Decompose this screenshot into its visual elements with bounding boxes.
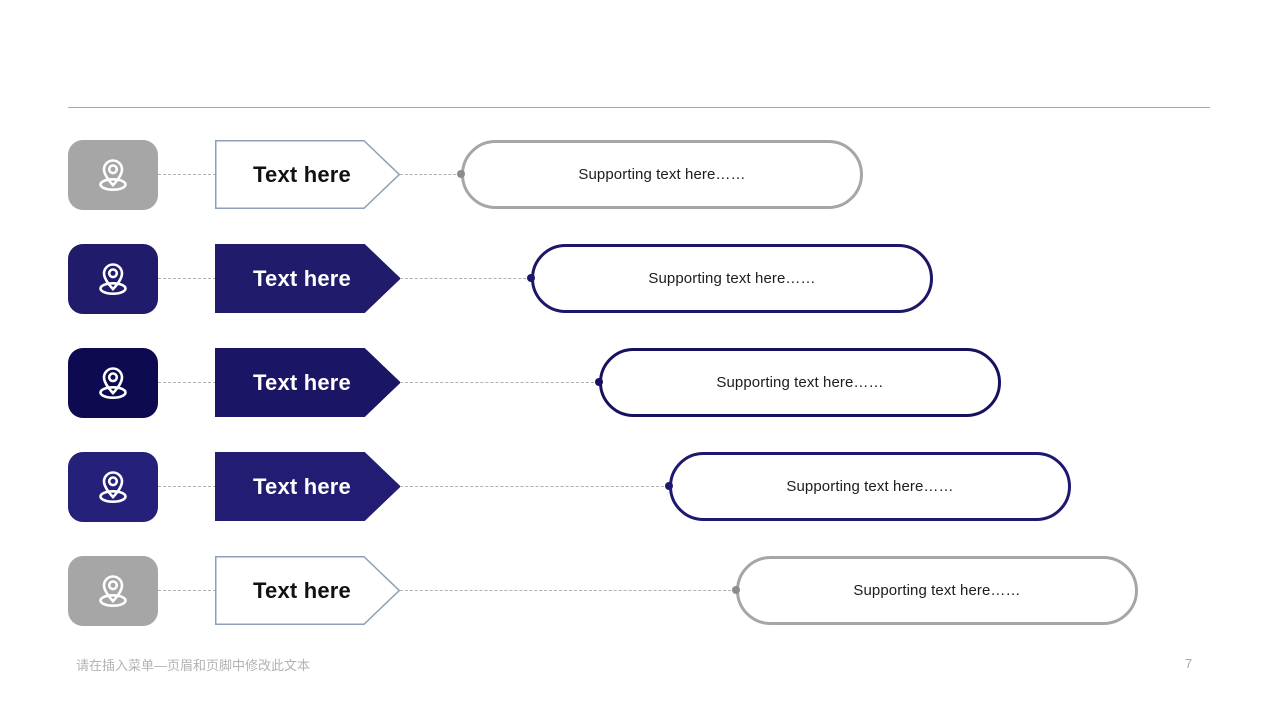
connector-dash-icon-to-label <box>158 382 216 383</box>
row-icon-tile[interactable] <box>68 140 158 210</box>
connector-node-dot <box>527 274 535 282</box>
location-pin-icon <box>93 155 133 195</box>
row-icon-tile[interactable] <box>68 244 158 314</box>
supporting-text-pill[interactable]: Supporting text here…… <box>461 140 863 209</box>
location-pin-icon <box>93 467 133 507</box>
row-label-chevron[interactable]: Text here <box>215 556 400 625</box>
row-label-text: Text here <box>253 369 351 395</box>
location-pin-icon <box>93 571 133 611</box>
connector-dash-label-to-pill <box>400 486 669 487</box>
process-row: Text here Supporting text here…… <box>0 452 1280 556</box>
process-row: Text here Supporting text here…… <box>0 556 1280 660</box>
process-row: Text here Supporting text here…… <box>0 348 1280 452</box>
connector-dash-icon-to-label <box>158 174 216 175</box>
row-label-chevron[interactable]: Text here <box>215 452 400 521</box>
supporting-text-label: Supporting text here…… <box>853 582 1021 599</box>
supporting-text-pill[interactable]: Supporting text here…… <box>599 348 1001 417</box>
connector-node-dot <box>665 482 673 490</box>
row-icon-tile[interactable] <box>68 452 158 522</box>
row-label-text: Text here <box>253 577 351 603</box>
connector-node-dot <box>457 170 465 178</box>
connector-dash-icon-to-label <box>158 486 216 487</box>
row-label-text: Text here <box>253 265 351 291</box>
connector-dash-label-to-pill <box>400 382 599 383</box>
connector-dash-label-to-pill <box>400 278 531 279</box>
process-row: Text here Supporting text here…… <box>0 140 1280 244</box>
connector-dash-icon-to-label <box>158 278 216 279</box>
supporting-text-label: Supporting text here…… <box>648 270 816 287</box>
supporting-text-pill[interactable]: Supporting text here…… <box>531 244 933 313</box>
location-pin-icon <box>93 363 133 403</box>
process-row: Text here Supporting text here…… <box>0 244 1280 348</box>
row-label-chevron[interactable]: Text here <box>215 244 400 313</box>
supporting-text-label: Supporting text here…… <box>786 478 954 495</box>
connector-node-dot <box>732 586 740 594</box>
connector-dash-icon-to-label <box>158 590 216 591</box>
row-label-chevron[interactable]: Text here <box>215 140 400 209</box>
header-divider <box>68 107 1210 108</box>
location-pin-icon <box>93 259 133 299</box>
supporting-text-pill[interactable]: Supporting text here…… <box>736 556 1138 625</box>
connector-dash-label-to-pill <box>400 590 736 591</box>
row-label-text: Text here <box>253 161 351 187</box>
row-icon-tile[interactable] <box>68 348 158 418</box>
supporting-text-pill[interactable]: Supporting text here…… <box>669 452 1071 521</box>
connector-dash-label-to-pill <box>400 174 461 175</box>
row-label-text: Text here <box>253 473 351 499</box>
row-label-chevron[interactable]: Text here <box>215 348 400 417</box>
supporting-text-label: Supporting text here…… <box>716 374 884 391</box>
row-icon-tile[interactable] <box>68 556 158 626</box>
connector-node-dot <box>595 378 603 386</box>
page-number: 7 <box>1185 656 1193 671</box>
supporting-text-label: Supporting text here…… <box>578 166 746 183</box>
footer-note: 请在插入菜单—页眉和页脚中修改此文本 <box>76 658 311 673</box>
